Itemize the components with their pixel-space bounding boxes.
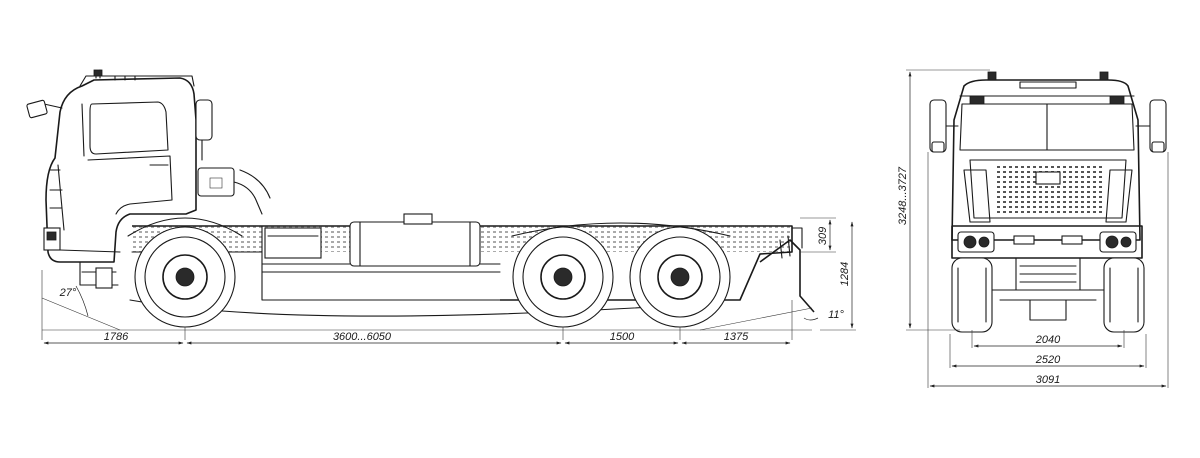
front-bumper — [951, 225, 1143, 291]
front-overhang-label: 1786 — [104, 331, 129, 343]
side-view: 1786 3600...6050 1500 1375 309 1284 27° … — [26, 69, 856, 345]
frame-ground-height-label: 1284 — [839, 262, 851, 286]
wheelbase-label: 3600...6050 — [333, 331, 392, 343]
front-right-tire — [1103, 257, 1145, 333]
bogie-spacing-label: 1500 — [610, 331, 635, 343]
body-width-label: 2520 — [1035, 354, 1061, 366]
front-wheel — [134, 226, 236, 328]
departure-angle-label: 11° — [828, 309, 844, 321]
left-mirror — [929, 99, 959, 153]
rear-wheel-1 — [512, 226, 614, 328]
approach-angle-label: 27° — [59, 287, 77, 299]
rear-wheel-2 — [629, 226, 731, 328]
rear-bumper — [759, 227, 815, 313]
fuel-tank — [264, 213, 481, 267]
right-mirror — [1135, 99, 1167, 153]
front-left-tire — [951, 257, 993, 333]
front-grille — [963, 159, 1133, 223]
cab-side — [26, 69, 271, 289]
track-width-label: 2040 — [1035, 334, 1061, 346]
total-height-label: 3248...3727 — [897, 166, 909, 225]
frame-height-label: 309 — [817, 227, 829, 245]
rear-overhang-label: 1375 — [724, 331, 749, 343]
front-view: 2040 2520 3091 3248...3727 — [897, 69, 1169, 388]
mirror-width-label: 3091 — [1036, 374, 1060, 386]
side-dimensions: 1786 3600...6050 1500 1375 309 1284 27° … — [41, 217, 856, 345]
front-dimensions: 2040 2520 3091 3248...3727 — [897, 69, 1169, 388]
